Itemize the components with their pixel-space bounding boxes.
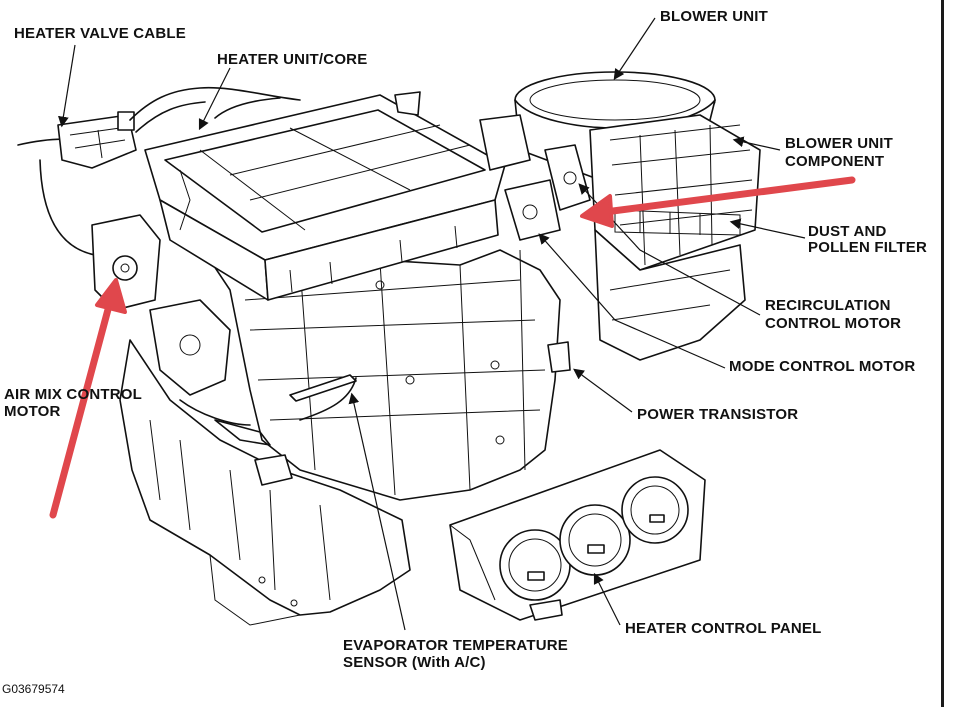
label-evaporator-sensor-line1: EVAPORATOR TEMPERATURE <box>343 637 568 654</box>
label-heater-valve-cable: HEATER VALVE CABLE <box>14 25 186 42</box>
knob-right <box>621 476 689 544</box>
label-heater-control-panel: HEATER CONTROL PANEL <box>625 620 822 637</box>
heater-valve-cable-drawing <box>17 86 301 256</box>
label-power-transistor: POWER TRANSISTOR <box>637 406 799 423</box>
red-annotation-arrows <box>49 176 856 519</box>
heater-control-panel-drawing <box>449 449 706 621</box>
label-mode-control-motor: MODE CONTROL MOTOR <box>729 358 916 375</box>
label-blower-unit-component-line2: COMPONENT <box>785 153 885 170</box>
label-dust-pollen-line1: DUST AND <box>808 223 887 240</box>
label-blower-unit-component-line1: BLOWER UNIT <box>785 135 894 152</box>
label-recirculation-line1: RECIRCULATION <box>765 297 891 314</box>
page-edge-border <box>941 0 944 707</box>
evaporator-case-drawing <box>199 244 561 501</box>
label-recirculation-line2: CONTROL MOTOR <box>765 315 902 332</box>
label-blower-unit: BLOWER UNIT <box>660 8 769 25</box>
label-air-mix-line2: MOTOR <box>4 403 61 420</box>
figure-code: G03679574 <box>2 682 65 696</box>
label-heater-unit-core: HEATER UNIT/CORE <box>217 51 368 68</box>
label-air-mix-line1: AIR MIX CONTROL <box>4 386 142 403</box>
label-dust-pollen-line2: POLLEN FILTER <box>808 239 927 256</box>
label-evaporator-sensor-line2: SENSOR (With A/C) <box>343 654 486 671</box>
heater-core-drawing <box>144 91 506 301</box>
knob-middle <box>559 504 631 576</box>
